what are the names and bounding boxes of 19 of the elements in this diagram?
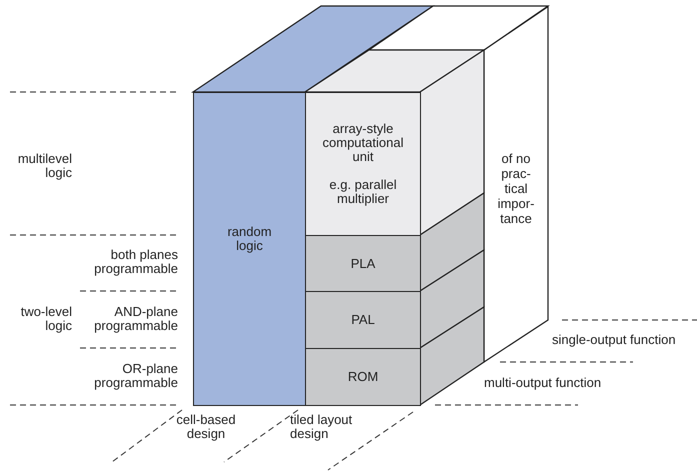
block-face	[305, 348, 421, 406]
block-face	[193, 92, 306, 406]
block-label: e.g. parallel multiplier	[328, 178, 398, 206]
axis-label: OR-plane programmable	[93, 362, 178, 390]
axis-label: multilevel logic	[16, 152, 72, 180]
block-label: random logic	[226, 225, 273, 253]
block-label: array-style computational unit	[322, 122, 404, 164]
axis-label: single-output function	[552, 333, 676, 347]
block-label: ROM	[348, 370, 378, 384]
block-label: PAL	[351, 313, 375, 327]
block-face	[305, 291, 421, 349]
axis-label: two-level logic	[20, 305, 72, 333]
axis-label: both planes programmable	[93, 248, 178, 276]
block-label: PLA	[350, 256, 376, 270]
axis-label: cell-based design	[175, 413, 237, 441]
block-face	[305, 235, 421, 292]
axis-label: multi-output function	[484, 376, 602, 390]
block-label: of no prac- tical impor- tance	[496, 151, 536, 226]
axis-label: tiled layout design	[290, 413, 354, 441]
